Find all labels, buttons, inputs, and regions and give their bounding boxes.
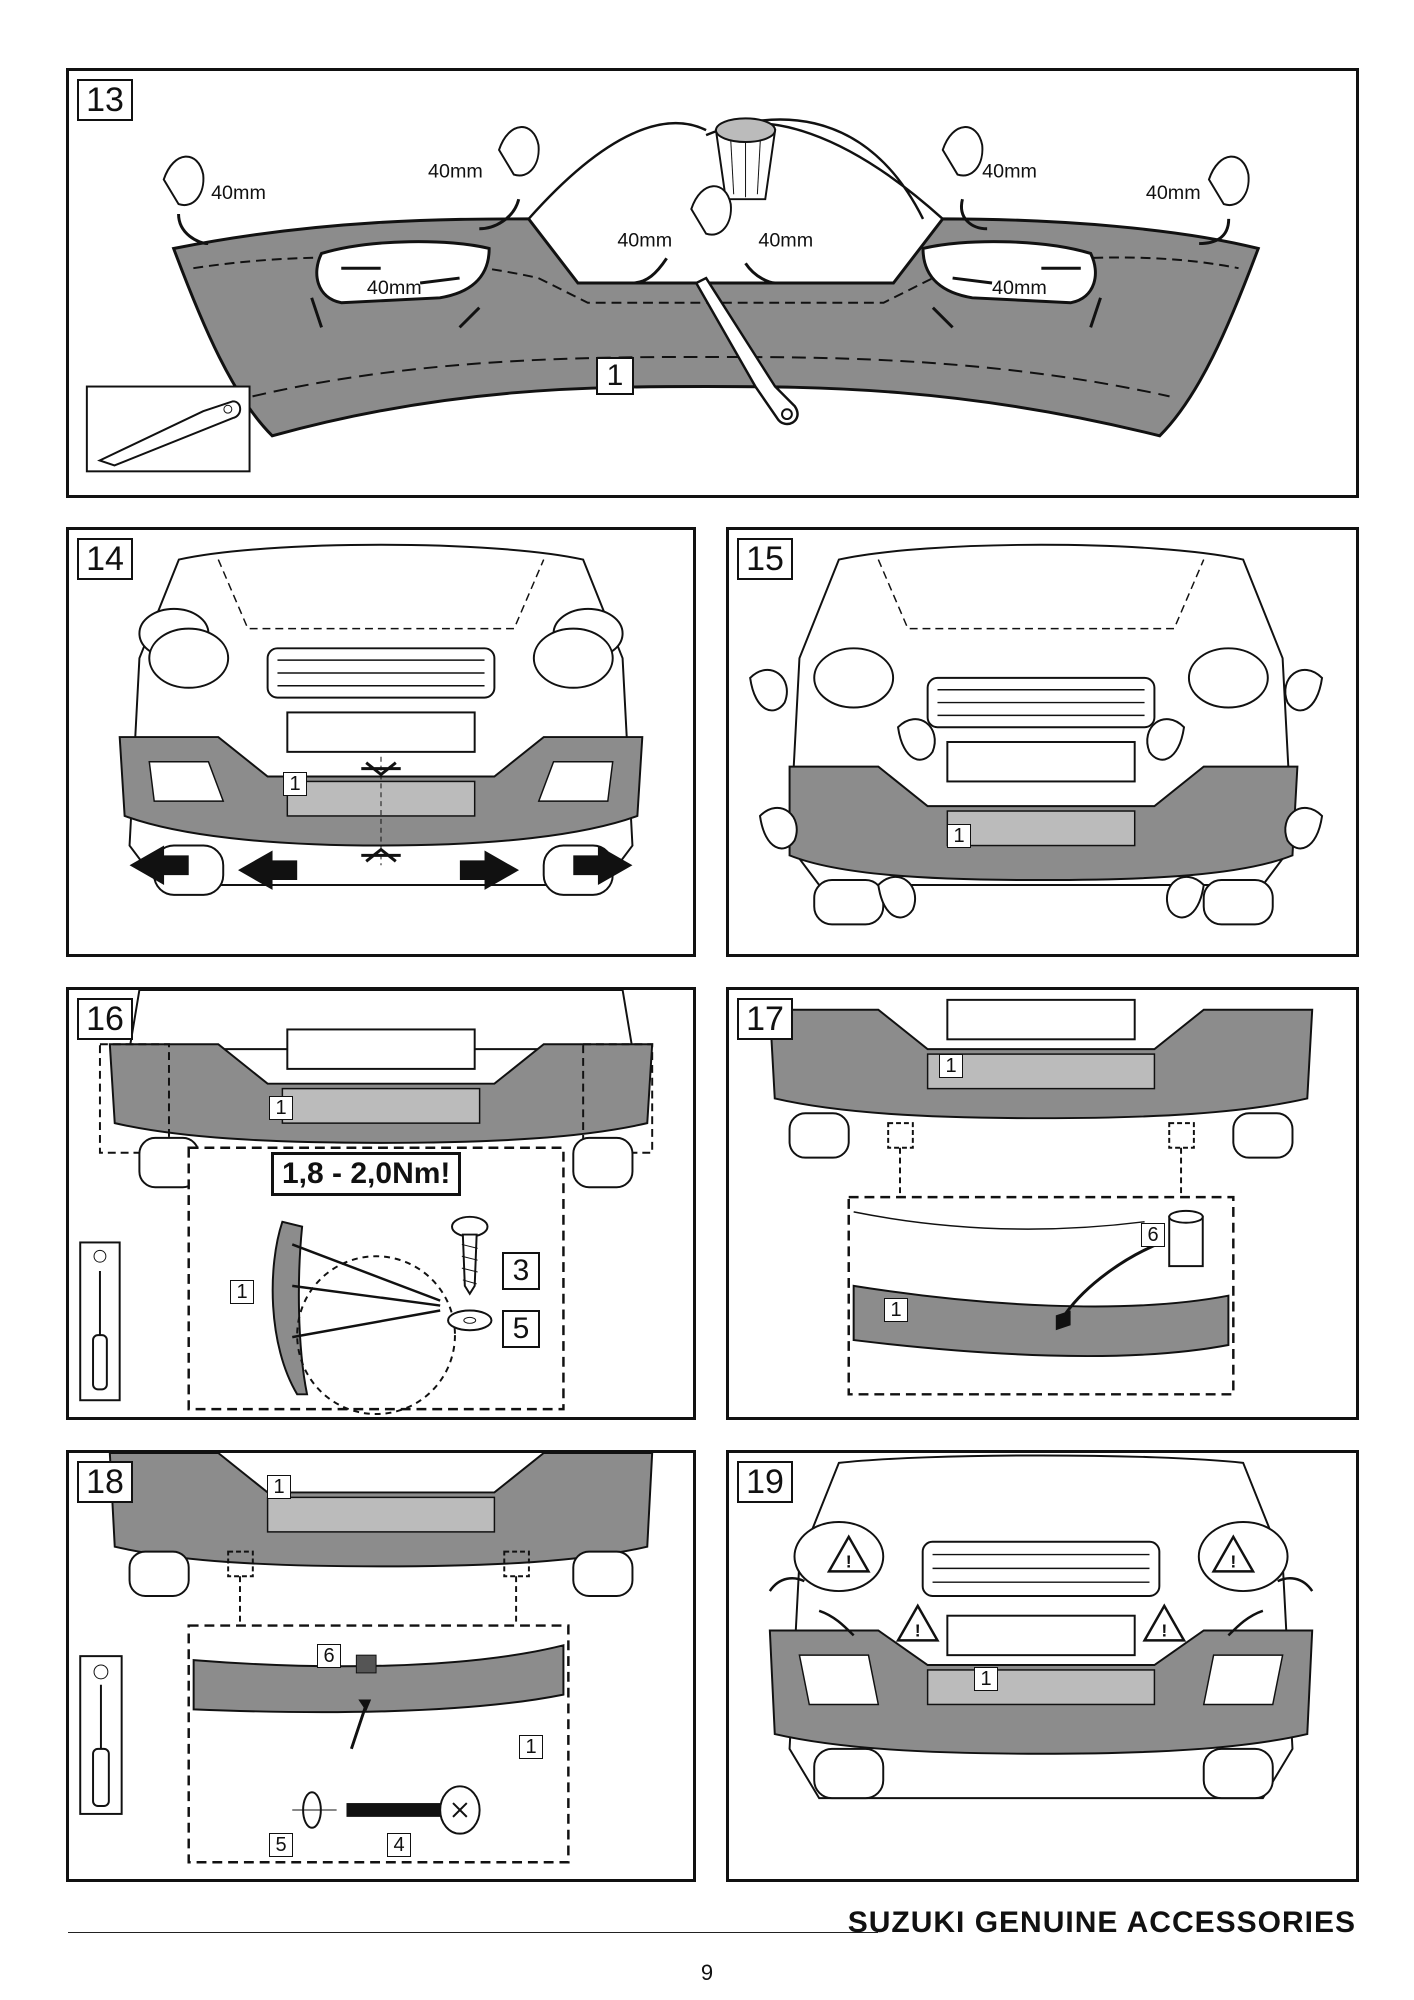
step-13-panel: 13 — [66, 68, 1359, 498]
bumper-cutout-diagram — [85, 117, 1261, 473]
spacer-position-diagram — [768, 998, 1314, 1396]
part-label: 5 — [269, 1833, 293, 1857]
step-number: 19 — [737, 1461, 793, 1503]
craft-knife-icon — [694, 276, 799, 426]
part-label: 1 — [947, 824, 971, 848]
part-label: 1 — [283, 772, 307, 796]
clearance-labels: 40mm 40mm 40mm 40mm 40mm 40mm 40mm 40mm — [211, 160, 1201, 299]
hand-pointer-icon — [749, 668, 1324, 919]
clearance-label: 40mm — [1146, 182, 1201, 204]
car-front-diagram — [749, 543, 1324, 926]
step-number: 17 — [737, 998, 793, 1040]
svg-text:!: ! — [915, 1620, 921, 1640]
part-label: 1 — [269, 1096, 293, 1120]
spacer-icon — [1168, 1209, 1204, 1268]
clearance-label: 40mm — [758, 230, 813, 252]
washer-icon — [447, 1309, 493, 1332]
part-label: 6 — [1141, 1223, 1165, 1247]
step-19-panel: 19 !!!! 1 — [726, 1450, 1359, 1882]
clearance-label: 40mm — [211, 182, 266, 204]
warning-triangle-icon — [826, 1534, 1256, 1642]
bumper-bolting-diagram — [79, 990, 654, 1416]
screwdriver-icon — [79, 1655, 123, 1815]
clearance-label: 40mm — [982, 160, 1037, 182]
part-label: 5 — [502, 1310, 540, 1348]
car-front-diagram — [118, 543, 644, 896]
screw-icon — [451, 1215, 489, 1296]
step-14-panel: 14 1 — [66, 527, 696, 957]
svg-text:!: ! — [1161, 1620, 1167, 1640]
part-label: 3 — [502, 1252, 540, 1290]
screwdriver-icon — [79, 1241, 121, 1402]
part-label: 1 — [974, 1667, 998, 1691]
washer-icon — [292, 1791, 337, 1829]
hand-pointer-icon — [162, 126, 1250, 236]
part-label: 1 — [596, 357, 634, 395]
part-label: 1 — [519, 1735, 543, 1759]
wiring-check-diagram: !!!! — [768, 1454, 1314, 1800]
clearance-label: 40mm — [428, 160, 483, 182]
part-label: 1 — [230, 1280, 254, 1304]
step-number: 13 — [77, 79, 133, 121]
left-fog-opening — [315, 240, 491, 305]
part-label: 1 — [267, 1475, 291, 1499]
step-number: 18 — [77, 1461, 133, 1503]
clearance-label: 40mm — [617, 230, 672, 252]
cup-icon — [714, 117, 777, 201]
craft-knife-icon — [85, 385, 251, 473]
clearance-label: 40mm — [367, 277, 422, 299]
right-fog-opening — [921, 240, 1097, 305]
part-label: 1 — [884, 1298, 908, 1322]
part-label: 6 — [317, 1644, 341, 1668]
svg-text:!: ! — [846, 1551, 852, 1571]
step-18-panel: 18 1 6 1 5 4 — [66, 1450, 696, 1882]
step-15-panel: 15 1 — [726, 527, 1359, 957]
step-number: 14 — [77, 538, 133, 580]
screw-icon — [346, 1785, 481, 1835]
step-17-panel: 17 1 1 6 — [726, 987, 1359, 1420]
step-number: 15 — [737, 538, 793, 580]
step-number: 16 — [77, 998, 133, 1040]
page-number: 9 — [700, 1960, 714, 1985]
part-label: 1 — [939, 1054, 963, 1078]
footer-rule — [68, 1932, 878, 1933]
step-16-panel: 16 — [66, 987, 696, 1420]
clearance-label: 40mm — [992, 277, 1047, 299]
torque-spec: 1,8 - 2,0Nm! — [271, 1152, 462, 1196]
svg-text:!: ! — [1230, 1551, 1236, 1571]
part-label: 4 — [387, 1833, 411, 1857]
footer-brand: SUZUKI GENUINE ACCESSORIES — [847, 1906, 1356, 1939]
screw-fixing-diagram — [79, 1453, 654, 1864]
